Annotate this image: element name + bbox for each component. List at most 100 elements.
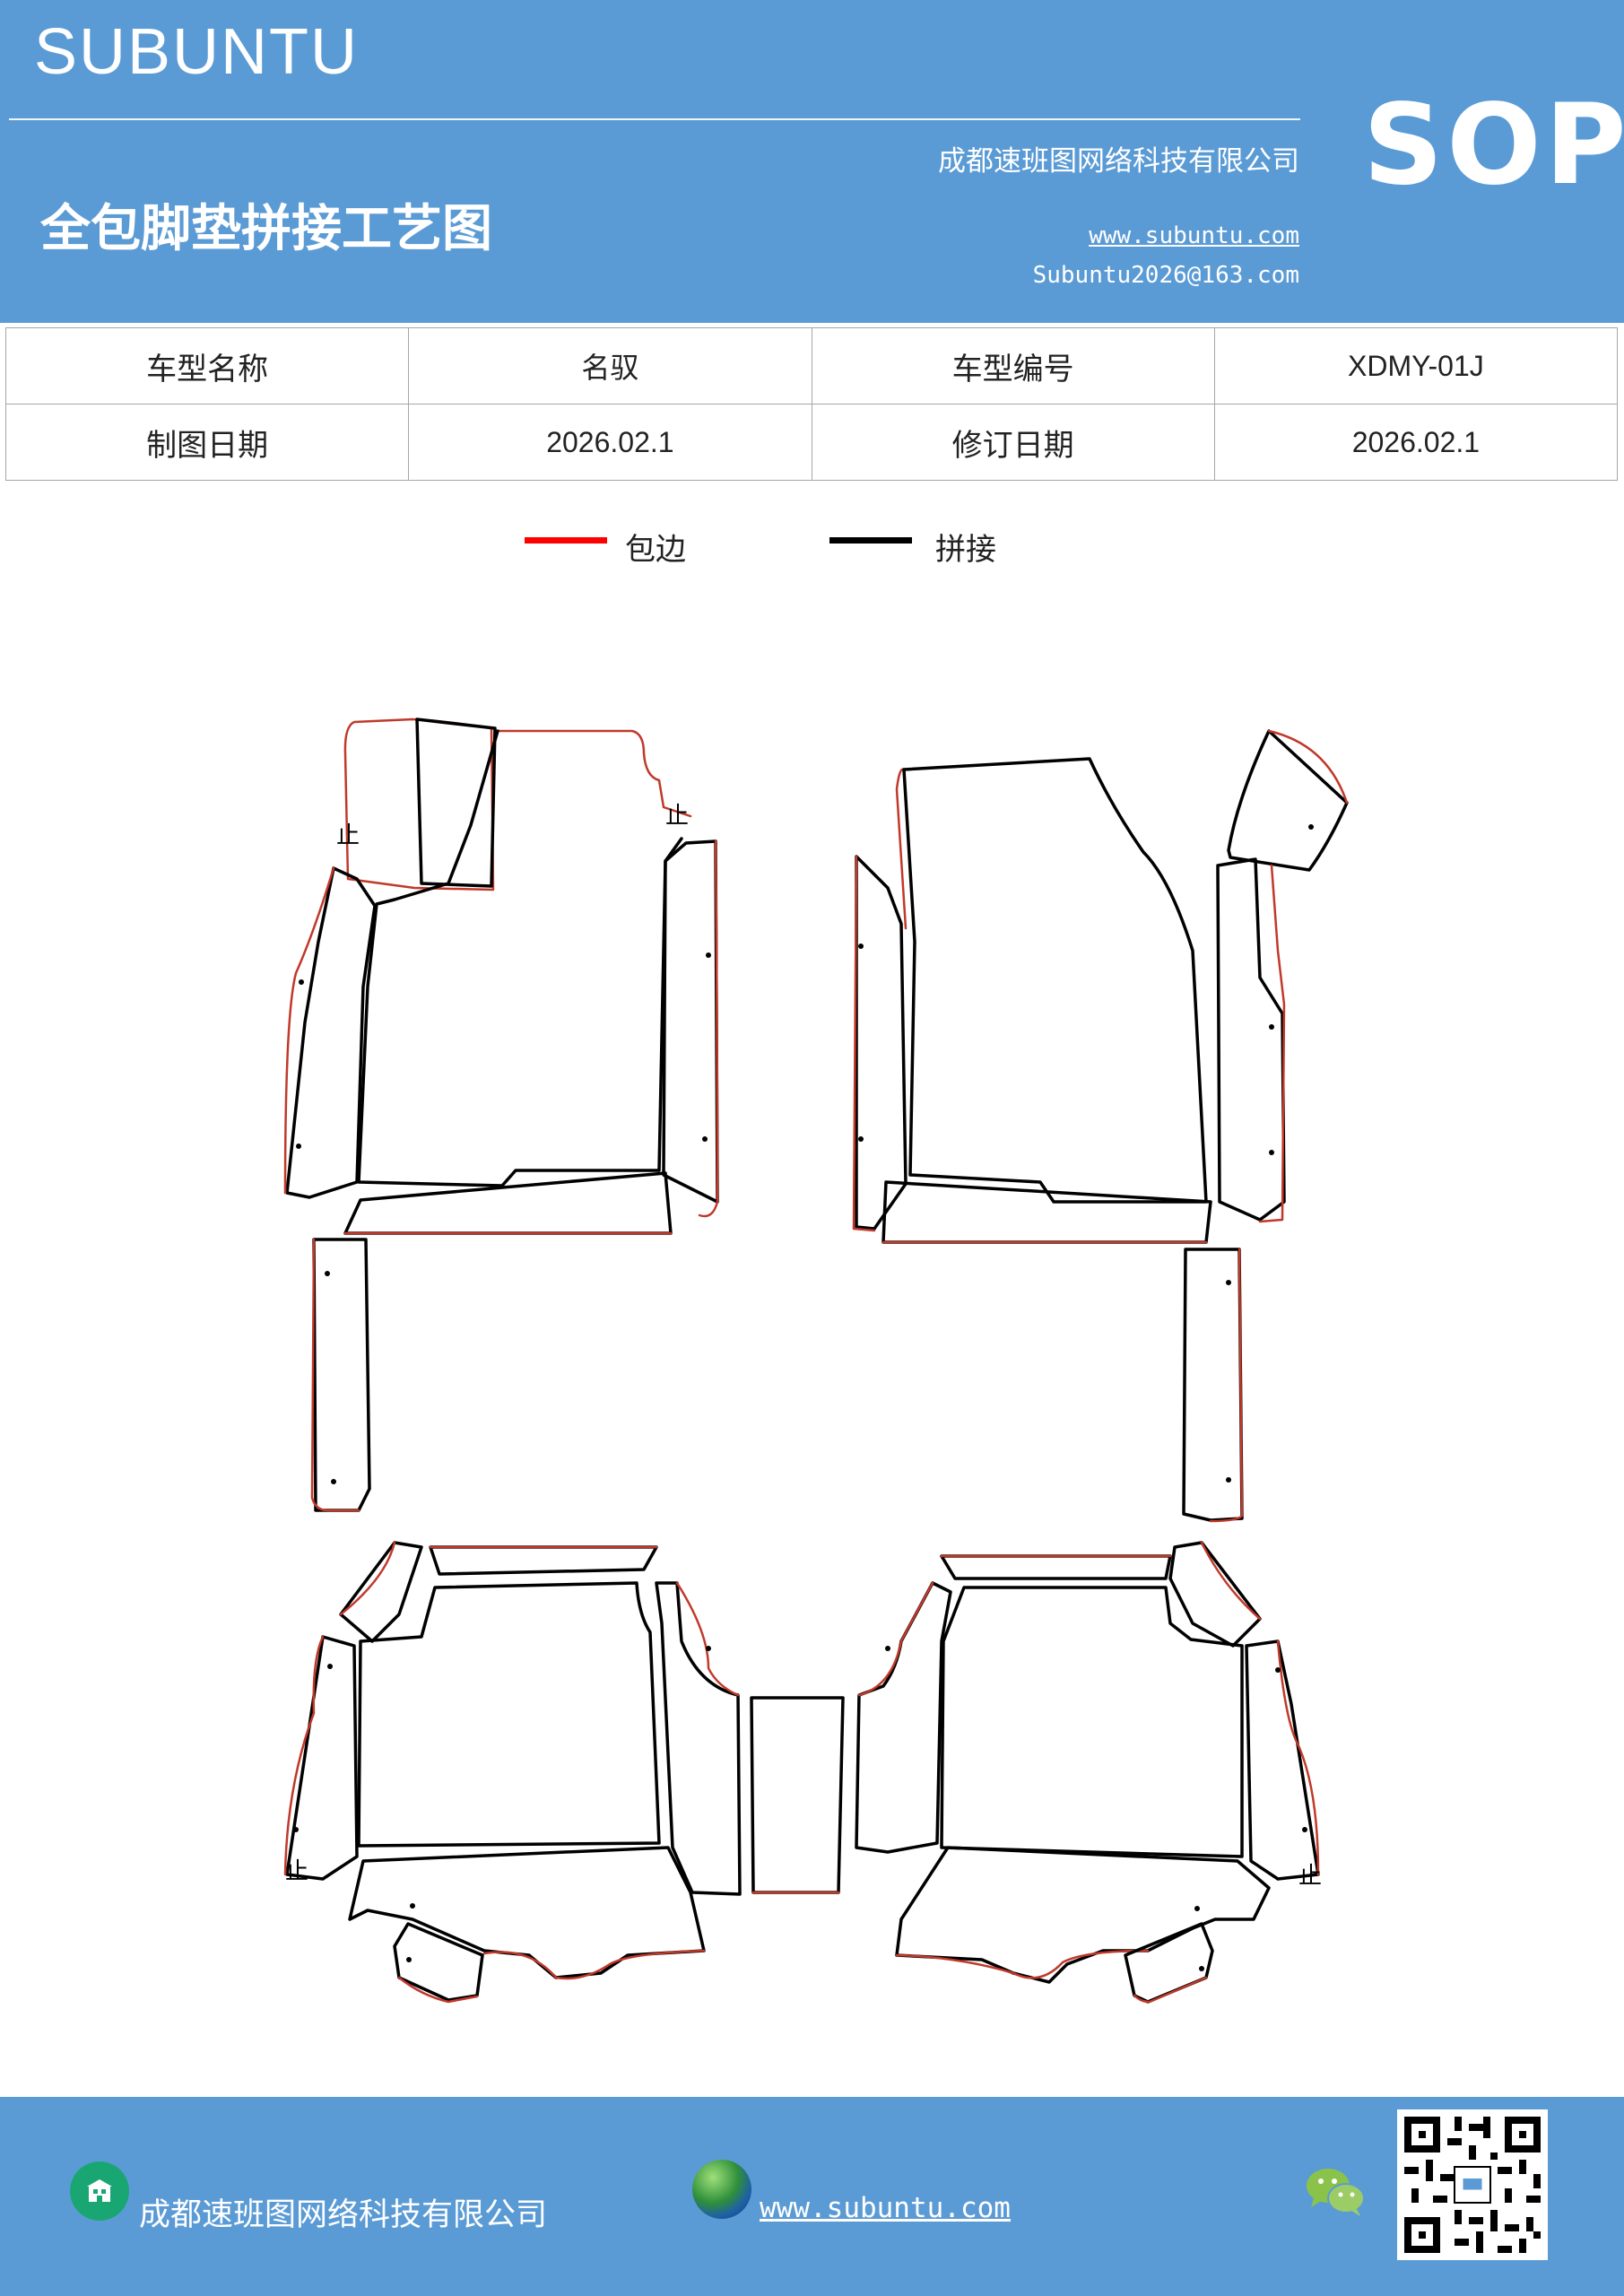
qr-code[interactable] <box>1397 2109 1548 2260</box>
hole-mark <box>1275 1667 1281 1673</box>
piece-seam <box>348 1846 706 1979</box>
footer-website-link[interactable]: www.subuntu.com <box>760 2192 1011 2224</box>
hole-mark <box>1226 1280 1231 1285</box>
piece-outer-edge <box>675 1581 740 1697</box>
brand-name: SUBUNTU <box>34 16 360 88</box>
table-cell-value: 2026.02.1 <box>408 404 812 481</box>
piece-seam <box>339 1541 423 1643</box>
globe-icon <box>692 2160 751 2219</box>
stop-mark: 止 <box>285 1858 308 1885</box>
piece-seam <box>312 1238 371 1512</box>
table-row: 车型名称 名驭 车型编号 XDMY-01J <box>4 327 1619 404</box>
header-website-link[interactable]: www.subuntu.com <box>1089 222 1299 249</box>
legend-label: 拼接 <box>935 532 996 568</box>
piece-outer-edge <box>1209 1248 1244 1523</box>
piece-outer-edge <box>698 839 719 1218</box>
table-cell-label: 车型编号 <box>811 327 1215 404</box>
hole-mark <box>858 1136 864 1142</box>
mat-front-left: 止 止 <box>283 718 719 1512</box>
hole-mark <box>706 1646 711 1651</box>
piece-seam <box>655 1581 742 1896</box>
piece-seam <box>662 839 719 1204</box>
legend-black-line <box>829 537 912 544</box>
legend-item-edging: 包边 <box>525 525 722 570</box>
header-divider <box>9 118 1300 120</box>
header-band <box>0 0 1624 323</box>
hole-mark <box>1194 1906 1200 1911</box>
stop-mark: 止 <box>665 803 689 830</box>
hole-mark <box>299 979 304 985</box>
header-email: Subuntu2026@163.com <box>1032 262 1299 289</box>
hole-mark <box>885 1646 890 1651</box>
hole-mark <box>702 1136 708 1142</box>
sop-badge: SOP <box>1363 81 1624 210</box>
stop-mark: 止 <box>1298 1863 1322 1890</box>
legend-label: 包边 <box>625 532 686 568</box>
mat-rear-right: 止 <box>855 1541 1322 2004</box>
piece-outer-edge <box>895 1949 1150 1979</box>
piece-seam <box>1227 729 1349 872</box>
hole-mark <box>1199 1966 1204 1971</box>
hole-mark <box>296 1144 301 1149</box>
table-cell-label: 车型名称 <box>4 327 410 404</box>
piece-seam <box>1124 1922 1214 2004</box>
piece-seam <box>881 1180 1212 1244</box>
hole-mark <box>410 1903 415 1909</box>
piece-seam <box>1182 1248 1244 1522</box>
hole-mark <box>1226 1477 1231 1483</box>
table-cell-value: 2026.02.1 <box>1213 404 1619 481</box>
document-title: 全包脚垫拼接工艺图 <box>40 199 492 258</box>
hole-mark <box>331 1479 336 1484</box>
piece-seam <box>855 1581 952 1854</box>
hole-mark <box>325 1271 330 1276</box>
piece-outer-edge <box>283 866 335 1195</box>
hole-mark <box>293 1827 299 1832</box>
mat-rear-left: 止 <box>283 1541 845 2004</box>
piece-outer-edge <box>1258 864 1286 1223</box>
piece-seam <box>357 1581 661 1848</box>
hole-mark <box>1308 824 1314 830</box>
hole-mark <box>858 944 864 949</box>
piece-seam <box>1168 1541 1262 1648</box>
wechat-icon <box>1307 2169 1365 2216</box>
building-icon <box>70 2161 129 2221</box>
piece-outer-edge <box>283 1635 325 1876</box>
piece-seam <box>940 1586 1244 1858</box>
hole-mark <box>1302 1827 1307 1832</box>
piece-seam <box>902 757 1208 1204</box>
table-cell-label: 修订日期 <box>811 404 1215 481</box>
piece-seam <box>393 1922 484 2002</box>
piece-outer-edge <box>857 1581 934 1697</box>
piece-outer-edge <box>339 1541 396 1616</box>
piece-outer-edge <box>397 1976 479 2004</box>
mat-front-right <box>852 729 1349 1523</box>
piece-seam <box>285 866 377 1199</box>
legend-item-seam: 拼接 <box>829 525 1027 570</box>
piece-outer-edge <box>496 729 692 818</box>
piece-seam <box>285 1635 359 1881</box>
table-cell-value: XDMY-01J <box>1213 327 1619 404</box>
piece-outer-edge <box>482 1949 706 1980</box>
hole-mark <box>706 952 711 958</box>
piece-seam <box>415 718 497 888</box>
piece-seam <box>750 1696 845 1894</box>
table-cell-value: 名驭 <box>408 327 812 404</box>
piece-outer-edge <box>1133 1976 1208 2004</box>
hole-mark <box>1269 1024 1274 1030</box>
hole-mark <box>1269 1150 1274 1155</box>
piece-outer-edge <box>1276 1639 1320 1876</box>
piece-seam <box>940 1554 1172 1580</box>
header-company: 成都速班图网络科技有限公司 <box>938 145 1299 178</box>
footer-company: 成都速班图网络科技有限公司 <box>139 2197 548 2233</box>
stop-mark: 止 <box>336 822 360 849</box>
table-cell-label: 制图日期 <box>4 404 410 481</box>
hole-mark <box>327 1664 333 1669</box>
legend-red-line <box>525 537 607 544</box>
piece-seam <box>855 855 908 1231</box>
vehicle-info-table: 车型名称 名驭 车型编号 XDMY-01J 制图日期 2026.02.1 修订日… <box>4 327 1619 481</box>
piece-outer-edge <box>310 1238 360 1512</box>
piece-seam <box>429 1545 658 1576</box>
piece-outer-edge <box>1200 1541 1262 1621</box>
piece-seam <box>895 1846 1271 1984</box>
